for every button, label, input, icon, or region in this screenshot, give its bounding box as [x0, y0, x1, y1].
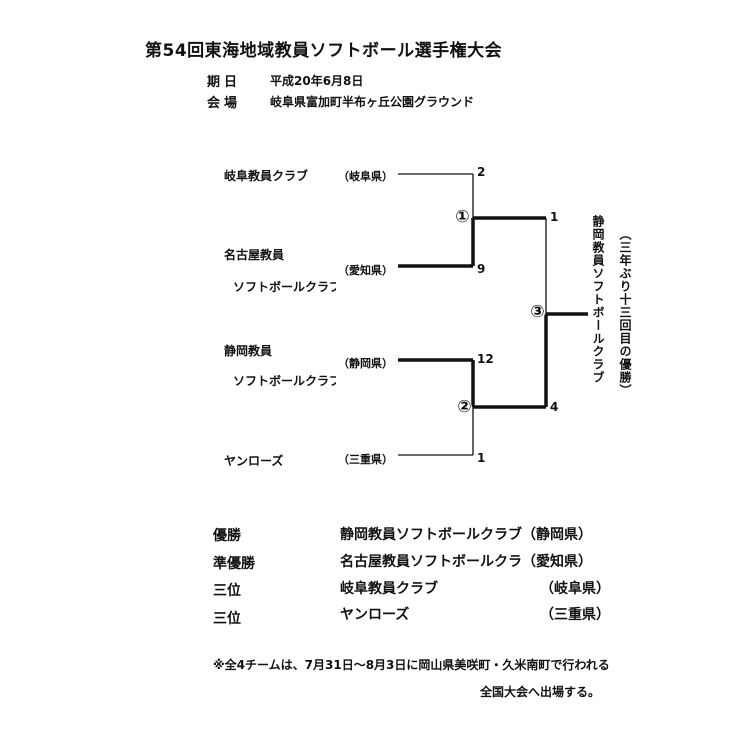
game1-winner-score: 1 — [550, 210, 559, 224]
date-label: 期日 — [207, 75, 242, 90]
result2-team: 名古屋教員ソフトボールクラ（愛知県） — [340, 554, 592, 570]
team2-name-line2: ソフトボールクラブ — [233, 280, 336, 294]
team4-name: ヤンローズ — [224, 454, 284, 468]
note-line1: ※全4チームは、7月31日～8月3日に岡山県美咲町・久米南町で行われる — [213, 658, 610, 672]
champion-note-vertical: （三年ぶり十三回目の優勝） — [618, 228, 632, 397]
team2-score: 9 — [477, 262, 486, 276]
result2-rank: 準優勝 — [213, 556, 255, 572]
team4-pref: （三重県） — [338, 453, 393, 466]
result3-rank: 三位 — [213, 583, 241, 599]
team2-pref: （愛知県） — [338, 264, 393, 277]
result3-pref: （岐阜県） — [540, 581, 610, 597]
team3-pref: （静岡県） — [338, 357, 393, 370]
game2-label: ② — [457, 397, 472, 417]
team2-name-line1: 名古屋教員 — [224, 248, 285, 262]
result1-rank: 優勝 — [213, 528, 241, 544]
result1-team: 静岡教員ソフトボールクラブ（静岡県） — [340, 527, 592, 543]
game2-winner-score: 4 — [550, 400, 559, 414]
final-label: ③ — [530, 302, 545, 322]
team3-score: 12 — [477, 352, 494, 366]
champion-name-vertical: 静岡教員ソフトボールクラブ — [591, 215, 605, 384]
team3-name-line2: ソフトボールクラブ — [233, 374, 336, 388]
result4-team: ヤンローズ — [340, 607, 410, 623]
result3-team: 岐阜教員クラブ — [340, 581, 438, 597]
date-value: 平成20年6月8日 — [270, 74, 364, 88]
venue-value: 岐阜県富加町半布ヶ丘公園グラウンド — [270, 95, 475, 109]
team3-name-line1: 静岡教員 — [224, 344, 273, 358]
team1-pref: （岐阜県） — [338, 170, 393, 183]
venue-label: 会場 — [207, 96, 242, 111]
team1-name: 岐阜教員クラブ — [224, 169, 309, 183]
result4-pref: （三重県） — [540, 607, 610, 623]
page-title: 第54回東海地域教員ソフトボール選手権大会 — [145, 41, 503, 61]
result4-rank: 三位 — [213, 611, 241, 627]
team1-score: 2 — [477, 165, 486, 179]
note-line2: 全国大会へ出場する。 — [480, 685, 601, 699]
team4-score: 1 — [477, 451, 486, 465]
game1-label: ① — [455, 207, 470, 227]
